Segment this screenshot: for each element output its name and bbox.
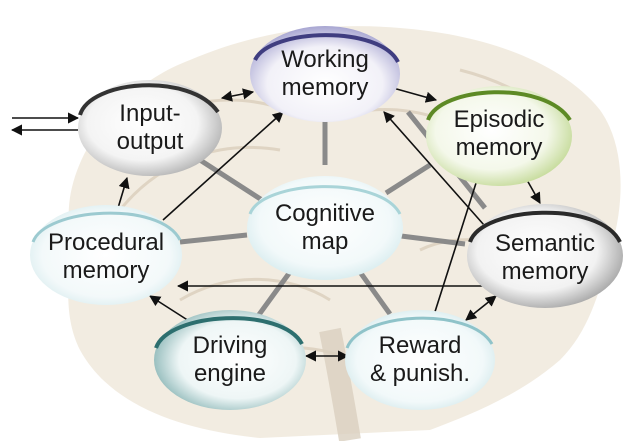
connector-cognitive-input — [198, 157, 264, 203]
rim-episodic-memory — [426, 90, 572, 122]
procedural-memory-label: Procedural memory — [47, 229, 165, 284]
arrows — [10, 87, 541, 362]
connector-cognitive-semantic — [400, 233, 466, 247]
node-procedural-memory — [30, 205, 182, 305]
connector-cognitive-driving — [255, 270, 293, 318]
cognitive-map-label: Cognitive map — [274, 200, 376, 255]
arrow-reward-episodic — [432, 156, 487, 319]
node-input-output — [78, 80, 222, 176]
node-semantic-memory — [467, 204, 623, 308]
working-memory-label: Working memory — [281, 46, 369, 101]
driving-engine-label: Driving engine — [192, 332, 268, 387]
rim-input-output — [78, 83, 220, 116]
semantic-memory-label: Semantic memory — [494, 230, 596, 285]
arrow-episodic-semantic — [526, 179, 541, 204]
rim-cognitive-map — [248, 185, 402, 215]
connector-cognitive-episodic — [384, 162, 432, 196]
connector-cognitive-reward — [357, 270, 393, 316]
arrow-semantic-working — [383, 111, 485, 226]
arrow-working-episodic — [392, 87, 438, 103]
nodes — [30, 26, 623, 410]
node-cognitive-map — [247, 176, 403, 280]
node-episodic-memory — [426, 86, 572, 186]
node-working-memory — [250, 26, 400, 122]
arrow-procedural-input — [117, 176, 130, 209]
node-driving-engine — [154, 310, 306, 410]
rim-driving-engine — [154, 316, 304, 349]
arrow-procedural-working — [162, 111, 284, 221]
rim-procedural-memory — [31, 211, 182, 243]
episodic-memory-label: Episodic memory — [453, 106, 545, 161]
reward-punish-label: Reward & punish. — [369, 332, 471, 387]
arrow-input-working — [220, 88, 255, 102]
rim-semantic-memory — [468, 210, 622, 243]
rim-working-memory — [253, 33, 400, 64]
arrow-reward-semantic — [465, 295, 497, 321]
node-reward-punish — [345, 310, 495, 410]
connector-procedural-cognitive — [179, 232, 248, 245]
rim-reward-punish — [345, 316, 494, 349]
input-output-label: Input- output — [116, 100, 184, 155]
